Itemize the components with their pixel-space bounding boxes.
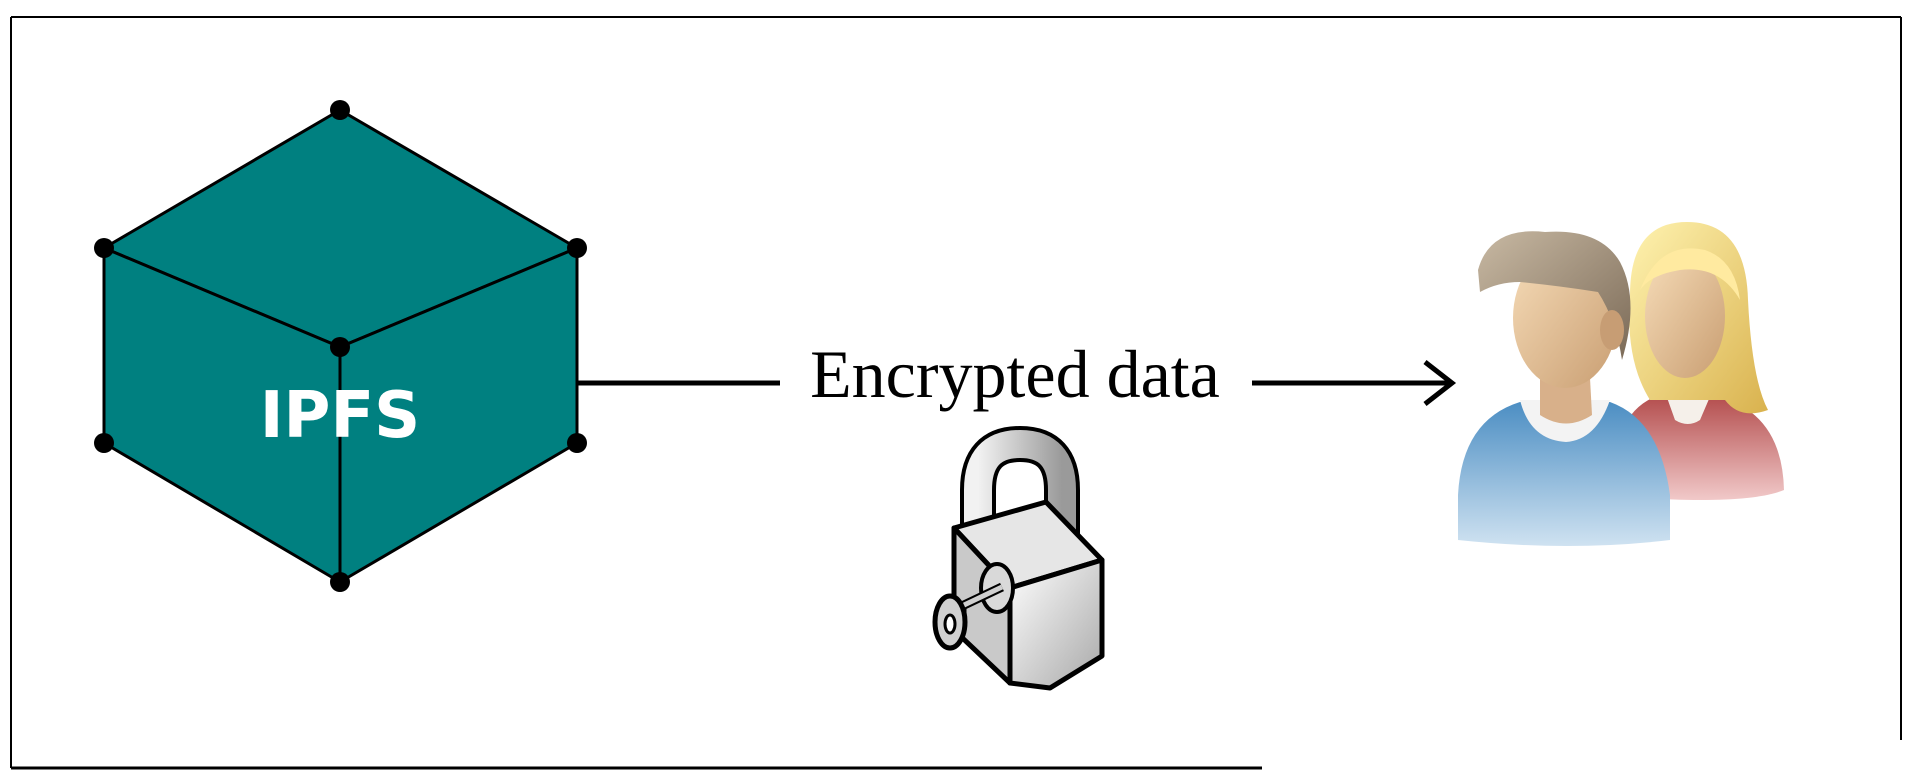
encrypted-data-connector: Encrypted data	[577, 336, 1457, 412]
encrypted-data-label: Encrypted data	[810, 336, 1220, 412]
user-woman-figure	[1612, 222, 1784, 500]
arrowhead-icon	[1423, 360, 1457, 406]
diagram-frame	[10, 16, 1902, 770]
users-icon	[1458, 222, 1784, 546]
padlock-with-key-icon	[932, 426, 1105, 691]
user-man-figure	[1458, 231, 1670, 546]
ipfs-label: IPFS	[260, 379, 421, 453]
cube-vertices	[94, 100, 587, 592]
ipfs-cube-icon: IPFS	[94, 100, 587, 592]
